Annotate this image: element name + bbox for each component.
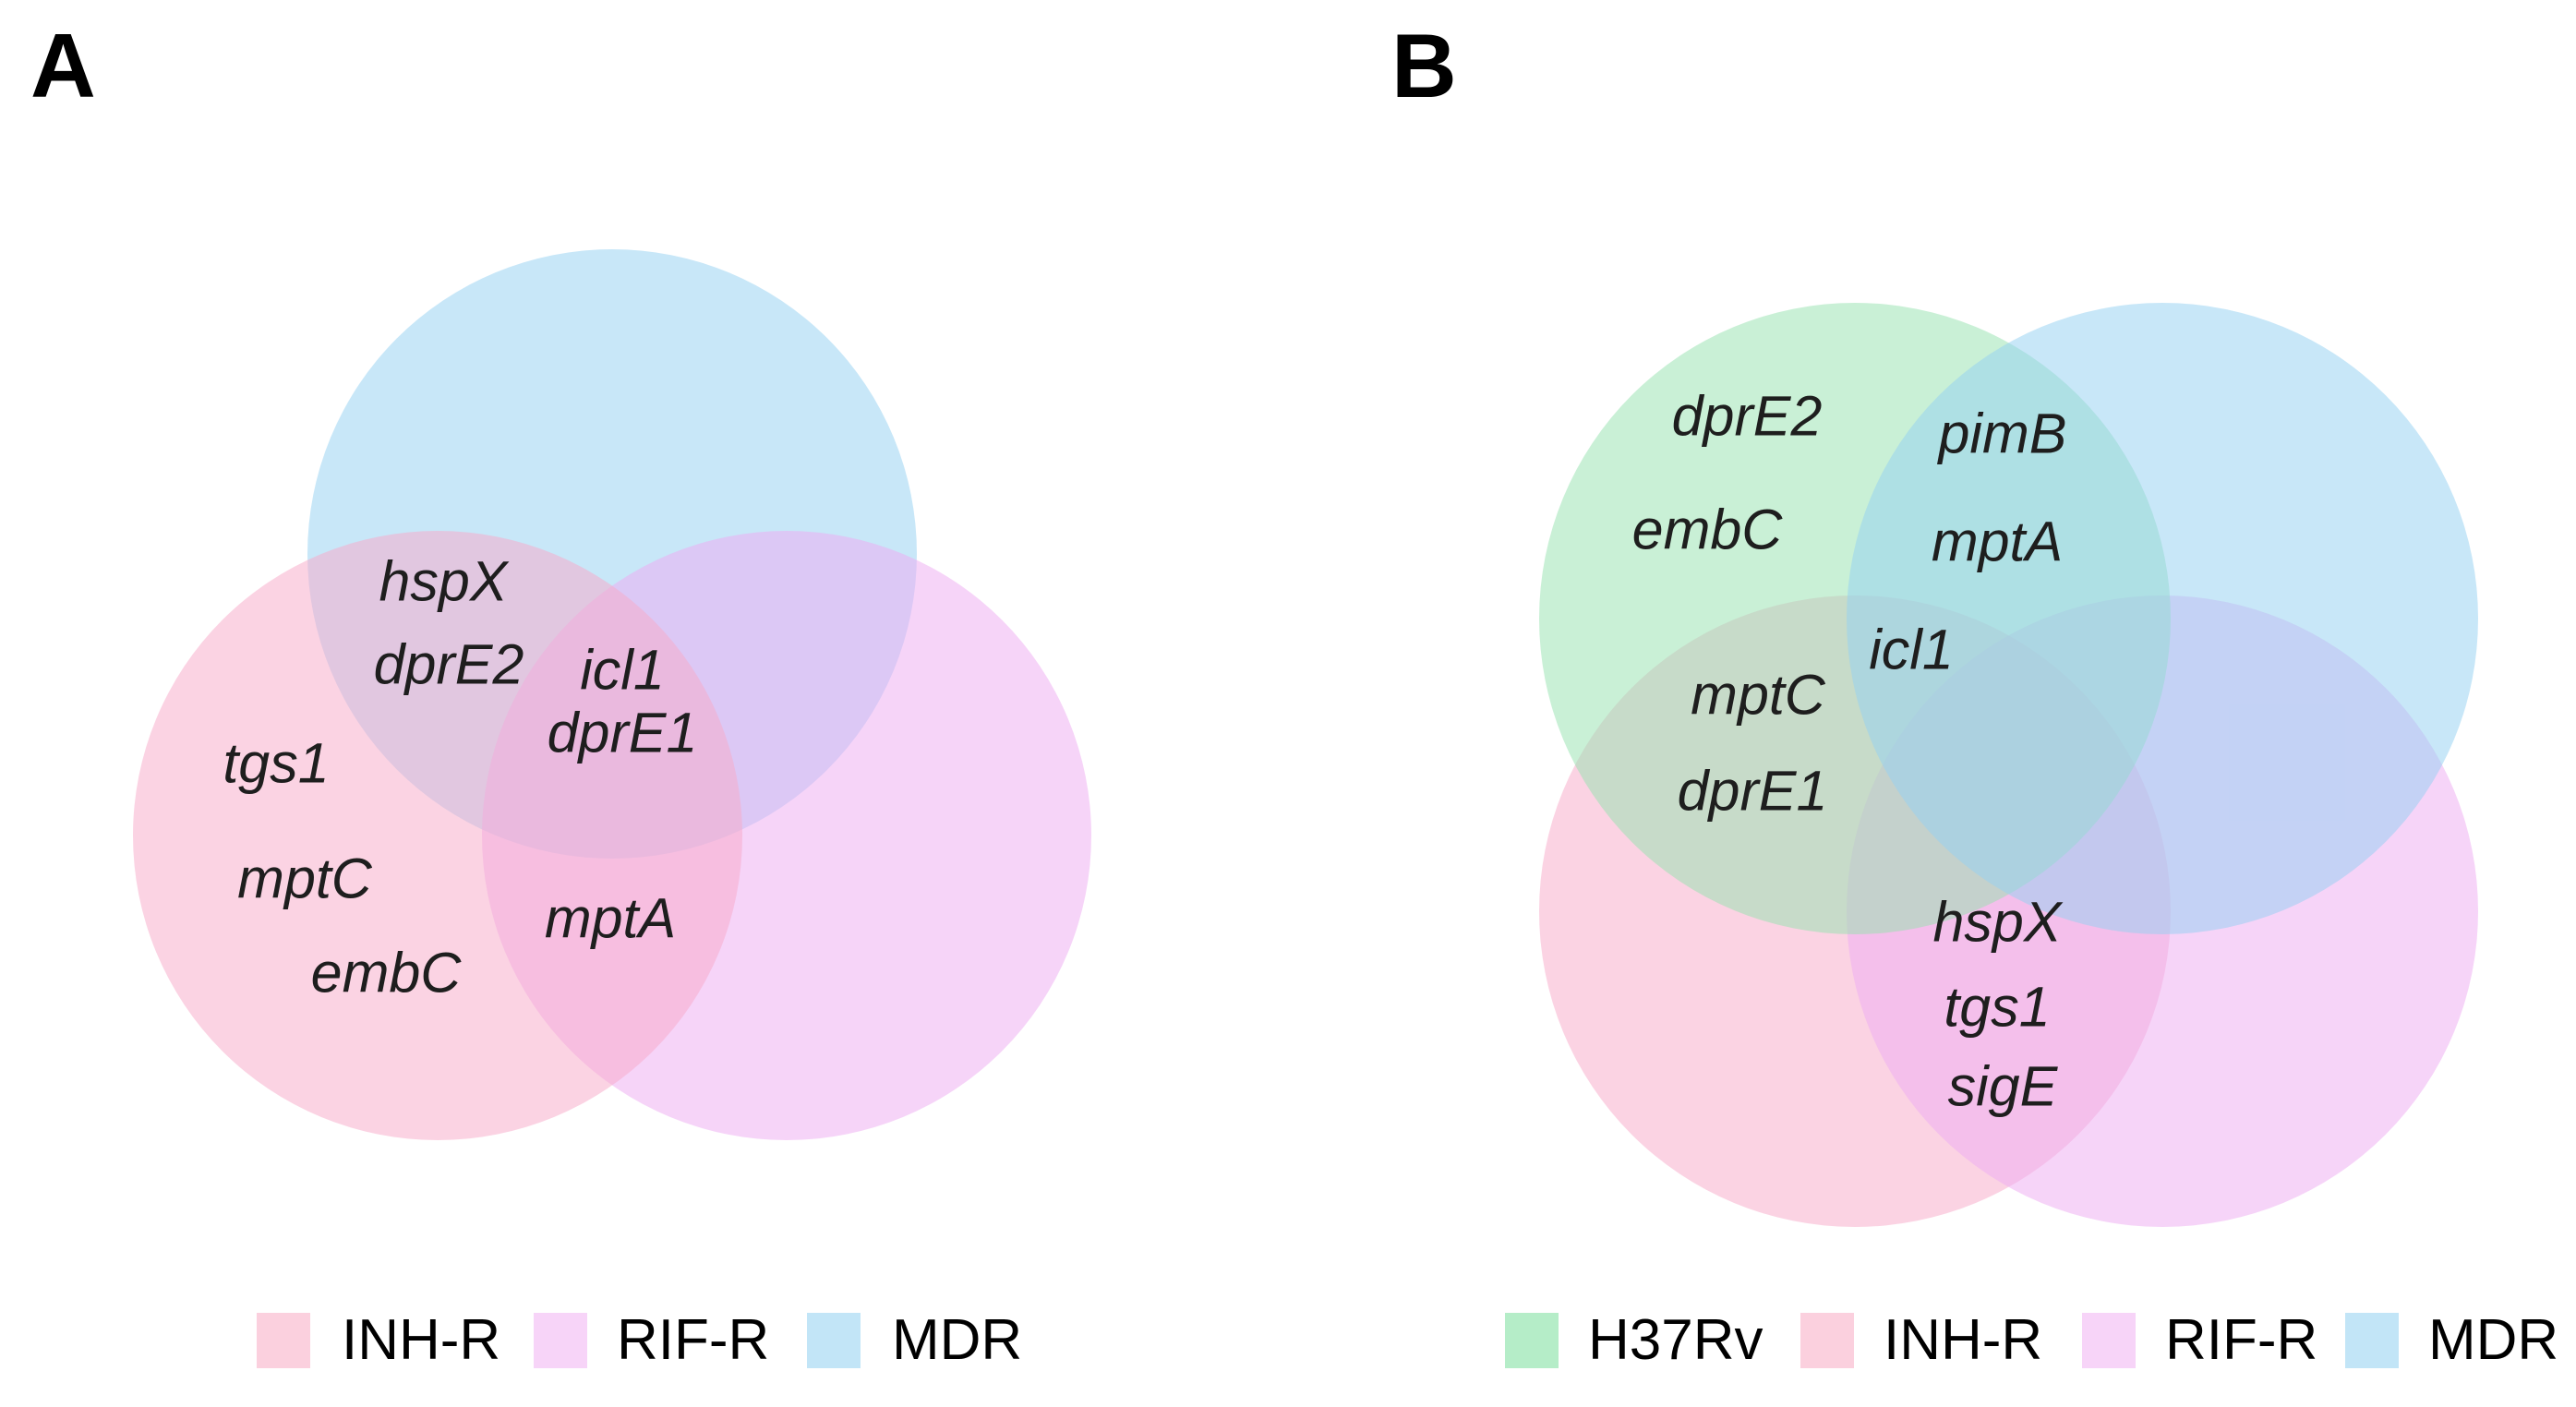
gene-label-sige: sigE: [1947, 1054, 2058, 1118]
gene-label-mptc: mptC: [237, 847, 372, 910]
venn-circle-mdr-panel-b: [1847, 303, 2478, 934]
gene-label-dpre2: dprE2: [1671, 384, 1823, 448]
venn-circle-inh-r-panel-a: [133, 531, 742, 1140]
legend-label-rif-r: RIF-R: [617, 1308, 770, 1372]
gene-label-embc: embC: [1631, 498, 1783, 561]
gene-label-tgs1: tgs1: [223, 731, 330, 795]
legend-swatch-rif-r: [2082, 1313, 2136, 1368]
panel-letter-a: A: [30, 15, 96, 116]
gene-label-embc: embC: [310, 941, 462, 1004]
gene-label-tgs1: tgs1: [1944, 975, 2051, 1039]
panel-letter-b: B: [1391, 15, 1457, 116]
legend-label-h37rv: H37Rv: [1588, 1308, 1763, 1372]
legend-swatch-h37rv: [1505, 1313, 1559, 1368]
legend-swatch-inh-r: [1800, 1313, 1854, 1368]
gene-label-mpta: mptA: [544, 886, 677, 950]
legend-swatch-mdr: [2345, 1313, 2399, 1368]
gene-label-pimb: pimB: [1938, 402, 2067, 465]
legend-label-inh-r: INH-R: [1884, 1308, 2043, 1372]
legend-label-mdr: MDR: [892, 1308, 1023, 1372]
legend-swatch-rif-r: [534, 1313, 587, 1368]
legend-swatch-inh-r: [257, 1313, 310, 1368]
legend-label-inh-r: INH-R: [342, 1308, 501, 1372]
gene-label-hspx: hspX: [1932, 890, 2062, 954]
gene-label-icl1: icl1: [1869, 618, 1954, 681]
gene-label-hspx: hspX: [379, 549, 508, 613]
legend-label-mdr: MDR: [2428, 1308, 2559, 1372]
gene-label-dpre2: dprE2: [373, 632, 524, 696]
gene-label-mptc: mptC: [1691, 663, 1825, 727]
gene-label-icl1: icl1: [580, 638, 665, 702]
legend-label-rif-r: RIF-R: [2165, 1308, 2318, 1372]
legend-swatch-mdr: [807, 1313, 861, 1368]
gene-label-dpre1: dprE1: [1677, 759, 1828, 823]
gene-label-mpta: mptA: [1931, 510, 2064, 573]
gene-label-dpre1: dprE1: [547, 701, 698, 764]
